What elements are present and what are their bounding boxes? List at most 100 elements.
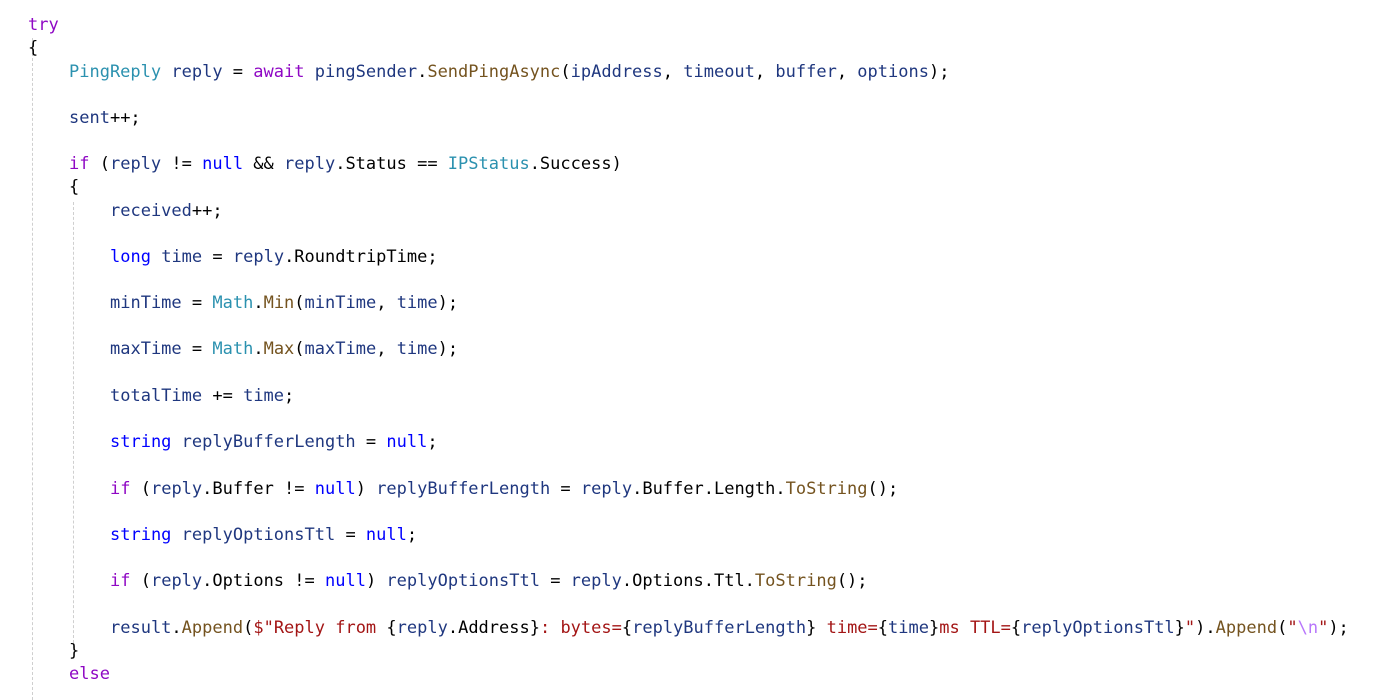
code-token-plain: = — [550, 479, 581, 499]
code-token-keyword: null — [314, 479, 356, 499]
code-token-keyword-control: await — [253, 62, 305, 82]
code-token-type: IPStatus — [447, 154, 530, 174]
code-token-keyword-control: try — [28, 15, 59, 35]
code-token-method: Append — [181, 618, 244, 638]
code-token-method: ToString — [785, 479, 868, 499]
code-token-keyword: string — [110, 432, 172, 452]
code-token-plain: += — [202, 386, 244, 406]
code-token-variable: time — [161, 247, 203, 267]
code-line[interactable]: maxTime = Math.Max(maxTime, time); — [110, 337, 458, 361]
code-token-string: $"Reply from — [253, 618, 387, 638]
code-token-plain: ; — [406, 525, 418, 545]
code-token-variable: pingSender — [314, 62, 418, 82]
code-line[interactable]: PingReply reply = await pingSender.SendP… — [69, 60, 949, 84]
code-token-variable: replyBufferLength — [632, 618, 807, 638]
code-token-plain: { — [877, 618, 889, 638]
code-token-variable: reply — [109, 154, 162, 174]
code-token-keyword: null — [365, 525, 407, 545]
code-line[interactable]: received++; — [110, 199, 223, 223]
indent-guide-outer — [32, 38, 33, 700]
code-token-plain: .RoundtripTime; — [284, 247, 438, 267]
code-token-variable: result — [110, 618, 172, 638]
code-line[interactable]: string replyOptionsTtl = null; — [110, 523, 417, 547]
code-line[interactable]: if (reply.Buffer != null) replyBufferLen… — [110, 477, 898, 501]
code-line[interactable]: sent++; — [69, 106, 141, 130]
code-line[interactable]: { — [28, 36, 38, 60]
code-token-keyword: null — [324, 571, 366, 591]
code-token-plain: ( — [130, 571, 151, 591]
code-token-plain: ( — [130, 479, 151, 499]
code-token-plain: { — [386, 618, 397, 638]
code-token-plain: , — [376, 293, 397, 313]
code-token-plain — [304, 62, 314, 82]
code-token-plain: = — [202, 247, 233, 267]
code-line[interactable]: minTime = Math.Min(minTime, time); — [110, 291, 458, 315]
code-token-method: SendPingAsync — [427, 62, 561, 82]
code-token-plain: . — [417, 62, 428, 82]
code-token-string: " — [1184, 618, 1196, 638]
code-line[interactable]: { — [69, 175, 79, 199]
code-token-plain: ); — [437, 339, 459, 359]
code-token-plain: } — [1174, 618, 1185, 638]
code-token-plain: .Status == — [335, 154, 448, 174]
code-token-variable: replyBufferLength — [376, 479, 551, 499]
code-line[interactable]: } — [69, 639, 79, 663]
code-token-string: time= — [816, 618, 878, 638]
code-line[interactable]: if (reply.Options != null) replyOptionsT… — [110, 569, 868, 593]
code-token-variable: ipAddress — [570, 62, 663, 82]
code-token-plain: ( — [89, 154, 110, 174]
code-line[interactable]: if (reply != null && reply.Status == IPS… — [69, 152, 622, 176]
code-token-variable: reply — [150, 479, 203, 499]
code-token-plain: ( — [294, 293, 305, 313]
code-token-method: Append — [1215, 618, 1278, 638]
code-token-plain: .Options.Ttl. — [621, 571, 755, 591]
code-token-escape: \n — [1297, 618, 1319, 638]
code-token-string: : bytes= — [539, 618, 622, 638]
code-token-plain: ); — [1328, 618, 1349, 638]
code-token-plain: ; — [284, 386, 295, 406]
code-token-variable: reply — [150, 571, 203, 591]
code-line[interactable]: result.Append($"Reply from {reply.Addres… — [110, 616, 1349, 640]
code-token-plain: , — [836, 62, 858, 82]
code-token-variable: reply — [284, 154, 336, 174]
code-token-keyword-control: if — [110, 571, 131, 591]
code-token-keyword-control: if — [110, 479, 131, 499]
code-line[interactable]: else — [69, 662, 110, 686]
code-token-string: " — [1318, 618, 1329, 638]
code-token-variable: timeout — [683, 62, 755, 82]
code-token-plain: .Buffer.Length. — [632, 479, 786, 499]
code-token-method: Min — [263, 293, 295, 313]
code-token-variable: replyOptionsTtl — [181, 525, 336, 545]
code-token-type: Math — [212, 339, 254, 359]
code-token-variable: reply — [171, 62, 223, 82]
code-token-type: PingReply — [69, 62, 162, 82]
code-token-plain: } — [806, 618, 817, 638]
code-line[interactable]: try — [28, 13, 59, 37]
code-token-variable: replyOptionsTtl — [386, 571, 540, 591]
code-token-plain: . — [171, 618, 182, 638]
code-token-variable: minTime — [304, 293, 377, 313]
code-token-plain: ); — [928, 62, 950, 82]
code-token-variable: sent — [69, 108, 110, 128]
indent-guide-inner — [73, 202, 74, 648]
code-token-plain: ). — [1195, 618, 1216, 638]
code-line[interactable]: totalTime += time; — [110, 384, 294, 408]
code-token-variable: reply — [232, 247, 285, 267]
code-token-variable: time — [888, 618, 929, 638]
code-token-plain: , — [754, 62, 776, 82]
code-token-plain: } — [928, 618, 940, 638]
code-token-plain: .Options != — [202, 571, 325, 591]
code-token-plain: = — [355, 432, 387, 452]
code-token-plain — [151, 247, 161, 267]
code-token-plain: { — [69, 177, 80, 197]
code-line[interactable]: long time = reply.RoundtripTime; — [110, 245, 438, 269]
code-token-plain: .Success) — [529, 154, 622, 174]
code-token-keyword-control: if — [69, 154, 90, 174]
code-token-plain: && — [243, 154, 285, 174]
code-token-variable: time — [396, 339, 438, 359]
code-line[interactable]: string replyBufferLength = null; — [110, 430, 438, 454]
code-token-plain: { — [28, 38, 39, 58]
code-token-variable: minTime — [110, 293, 182, 313]
code-token-keyword: null — [202, 154, 244, 174]
